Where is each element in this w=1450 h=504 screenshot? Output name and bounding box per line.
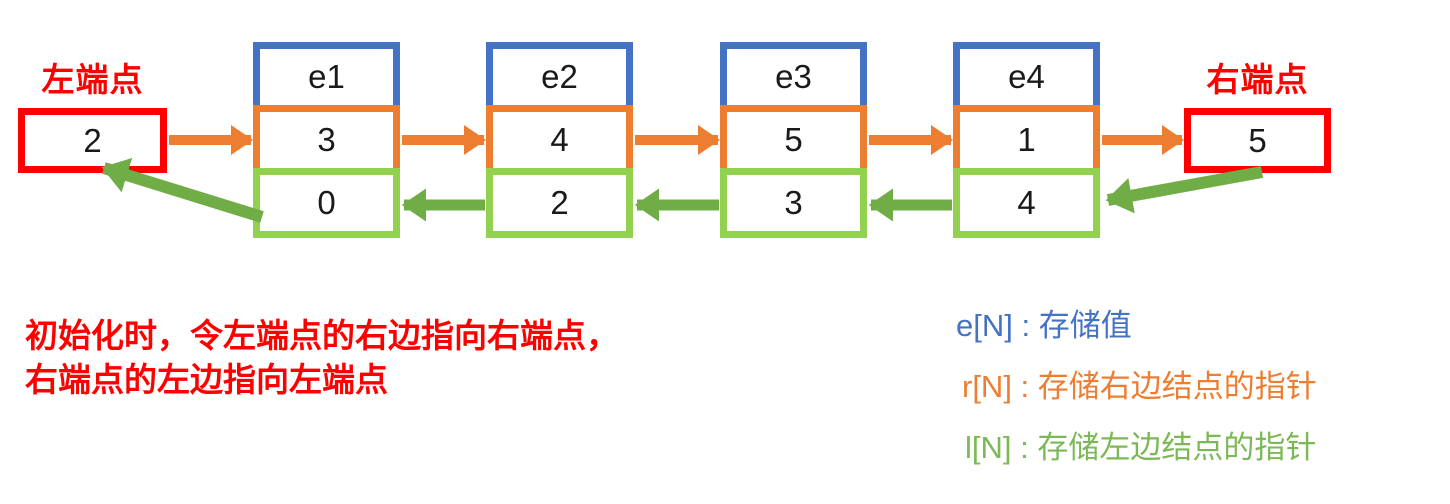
left-pointer-cell: 3 bbox=[720, 168, 867, 238]
value-cell-text: e1 bbox=[308, 58, 345, 95]
value-cell-text: e4 bbox=[1008, 58, 1045, 95]
left-pointer-cell-text: 0 bbox=[317, 184, 336, 221]
left-pointer-cell: 0 bbox=[253, 168, 400, 238]
right-pointer-cell: 5 bbox=[720, 105, 867, 175]
legend-separator: : bbox=[1012, 308, 1039, 343]
left-pointer-cell-text: 3 bbox=[784, 184, 803, 221]
legend-desc: 存储左边结点的指针 bbox=[1037, 430, 1317, 465]
legend-desc: 存储右边结点的指针 bbox=[1037, 369, 1317, 404]
legend-value-entry: e[N] : 存储值 bbox=[956, 310, 1317, 342]
left-pointer-arrow-e1-to-left-endpoint bbox=[101, 157, 264, 223]
value-cell-text: e3 bbox=[775, 58, 812, 95]
caption-line-1: 初始化时，令左端点的右边指向右端点， bbox=[25, 317, 619, 354]
value-cell: e4 bbox=[953, 42, 1100, 112]
legend-right-pointer-entry: r[N] : 存储右边结点的指针 bbox=[962, 371, 1317, 403]
caption-line-2: 右端点的左边指向左端点 bbox=[25, 361, 388, 398]
value-cell-text: e2 bbox=[541, 58, 578, 95]
value-cell: e3 bbox=[720, 42, 867, 112]
legend-desc: 存储值 bbox=[1038, 308, 1132, 343]
left-pointer-cell: 4 bbox=[953, 168, 1100, 238]
left-pointer-cell-text: 4 bbox=[1017, 184, 1036, 221]
node-e2: e2 4 2 bbox=[486, 42, 633, 238]
left-pointer-cell: 2 bbox=[486, 168, 633, 238]
right-pointer-cell: 3 bbox=[253, 105, 400, 175]
right-pointer-cell-text: 3 bbox=[317, 121, 336, 158]
right-pointer-cell-text: 1 bbox=[1017, 121, 1036, 158]
legend-left-pointer-entry: l[N] : 存储左边结点的指针 bbox=[965, 432, 1317, 464]
legend: e[N] : 存储值 r[N] : 存储右边结点的指针 l[N] : 存储左边结… bbox=[956, 310, 1317, 493]
value-cell: e1 bbox=[253, 42, 400, 112]
legend-term: l[N] bbox=[965, 430, 1012, 465]
right-endpoint-box: 5 bbox=[1184, 108, 1331, 173]
legend-separator: : bbox=[1011, 430, 1038, 465]
left-pointer-arrow-right-endpoint-to-e4 bbox=[1105, 166, 1264, 214]
left-endpoint-label: 左端点 bbox=[41, 61, 144, 98]
right-pointer-cell-text: 5 bbox=[784, 121, 803, 158]
legend-term: r[N] bbox=[962, 369, 1012, 404]
node-e1: e1 3 0 bbox=[253, 42, 400, 238]
legend-separator: : bbox=[1011, 369, 1038, 404]
value-cell: e2 bbox=[486, 42, 633, 112]
left-pointer-cell-text: 2 bbox=[550, 184, 569, 221]
right-endpoint-label: 右端点 bbox=[1206, 61, 1309, 98]
left-endpoint-value: 2 bbox=[83, 121, 102, 159]
right-pointer-cell: 1 bbox=[953, 105, 1100, 175]
right-pointer-cell: 4 bbox=[486, 105, 633, 175]
legend-term: e[N] bbox=[956, 308, 1013, 343]
right-pointer-cell-text: 4 bbox=[550, 121, 569, 158]
node-e4: e4 1 4 bbox=[953, 42, 1100, 238]
left-endpoint-box: 2 bbox=[18, 108, 167, 173]
caption: 初始化时，令左端点的右边指向右端点， 右端点的左边指向左端点 bbox=[25, 314, 619, 402]
node-e3: e3 5 3 bbox=[720, 42, 867, 238]
right-endpoint-value: 5 bbox=[1248, 121, 1267, 159]
